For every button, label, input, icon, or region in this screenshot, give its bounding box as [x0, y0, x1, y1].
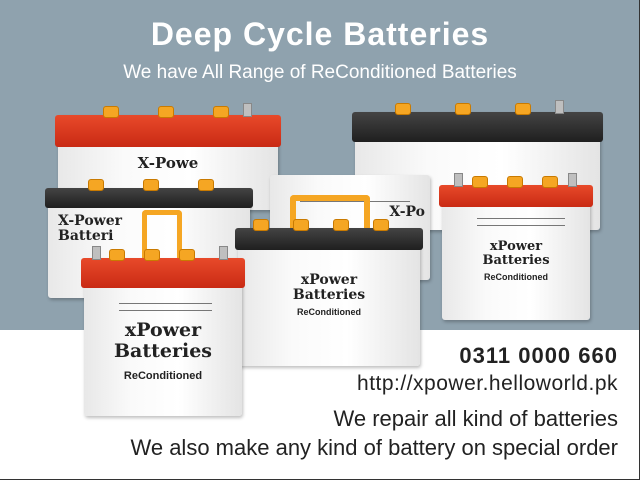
- battery-handle: [290, 195, 370, 230]
- battery-handle: [142, 210, 182, 270]
- ad-title: Deep Cycle Batteries: [150, 16, 490, 52]
- website-url[interactable]: http://xpower.helloworld.pk: [357, 372, 618, 395]
- phone-number: 0311 0000 660: [459, 343, 618, 368]
- battery-label: X-Powe: [137, 154, 199, 172]
- ad-subtitle: We have All Range of ReConditioned Batte…: [123, 62, 517, 83]
- battery-label: X-Po: [389, 204, 425, 220]
- special-order-text: We also make any kind of battery on spec…: [130, 435, 618, 460]
- repair-text: We repair all kind of batteries: [333, 406, 618, 431]
